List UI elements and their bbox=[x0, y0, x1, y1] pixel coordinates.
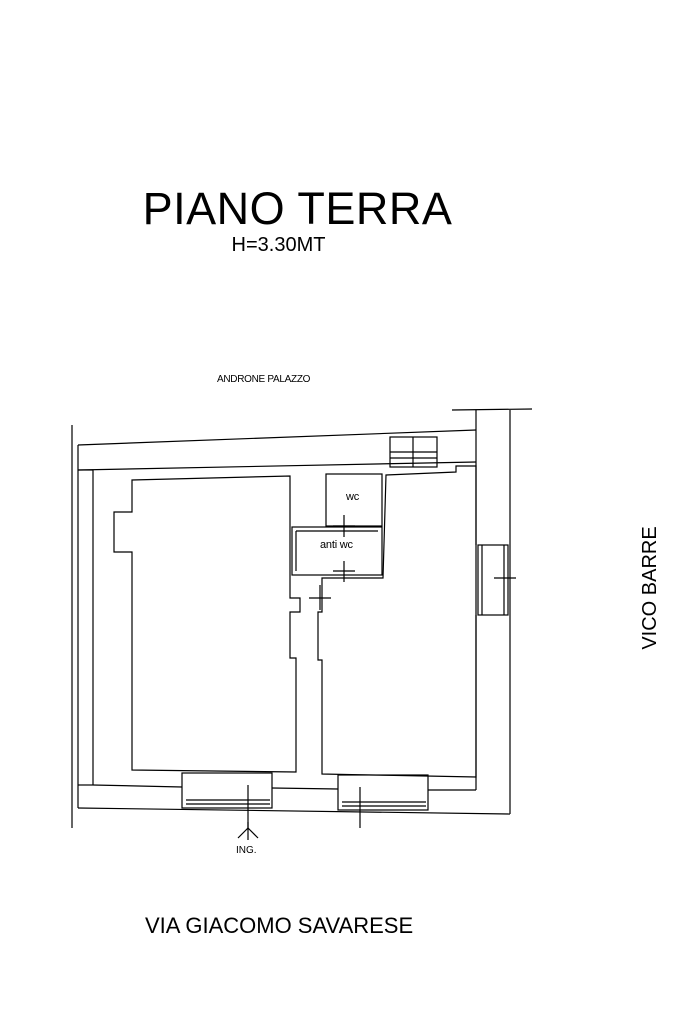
door-markers bbox=[309, 515, 355, 610]
plan-title: PIANO TERRA bbox=[142, 183, 453, 234]
room-label-anti-wc: anti wc bbox=[320, 539, 353, 551]
bottom-openings bbox=[181, 772, 429, 828]
entrance-arrow-icon bbox=[237, 822, 259, 840]
street-label-bottom: VIA GIACOMO SAVARESE bbox=[145, 913, 414, 938]
outer-walls bbox=[71, 408, 533, 828]
room-wc bbox=[325, 473, 383, 527]
top-opening bbox=[389, 436, 438, 468]
street-label-top: ANDRONE PALAZZO bbox=[217, 374, 311, 385]
entrance-label: ING. bbox=[236, 845, 257, 856]
room-anti-wc bbox=[291, 526, 383, 576]
room-right bbox=[317, 465, 477, 778]
ceiling-height-label: H=3.30MT bbox=[231, 234, 326, 256]
right-window bbox=[477, 544, 516, 616]
room-left bbox=[113, 475, 301, 773]
room-label-wc: wc bbox=[346, 491, 360, 503]
